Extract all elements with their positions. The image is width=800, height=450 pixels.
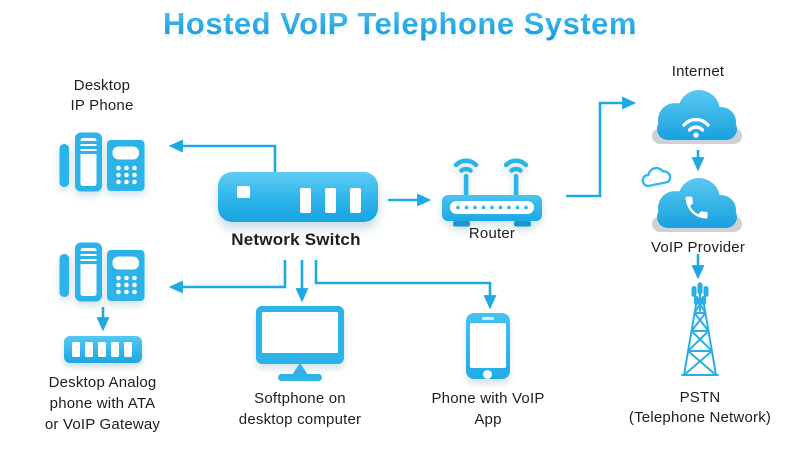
desk-phone-icon: [59, 242, 145, 302]
desk-phone-icon: [59, 132, 145, 192]
radio-tower-icon: [681, 282, 719, 376]
arrow-switch-to-voip-app: [314, 260, 497, 310]
wifi-router-icon: [442, 158, 542, 227]
label-internet: Internet: [671, 63, 725, 80]
label-voip-provider: VoIP Provider: [650, 239, 746, 256]
phone-home-button: [483, 370, 492, 379]
switch-port: [300, 188, 311, 213]
label-network-switch: Network Switch: [231, 230, 361, 249]
monitor-base: [278, 374, 322, 381]
network-switch-icon: [218, 172, 378, 222]
arrow-router-to-internet: [566, 96, 637, 198]
arrow-switch-to-analog-phone: [168, 260, 287, 294]
label-softphone: Softphone on desktop computer: [238, 390, 362, 428]
label-desktop-ip-phone: Desktop IP Phone: [70, 77, 134, 114]
monitor-stand: [292, 363, 308, 375]
phone-screen: [470, 323, 506, 368]
phone-handset-glyph: [685, 196, 708, 219]
small-cloud-outline-icon: [641, 166, 672, 188]
switch-led: [237, 186, 250, 198]
switch-port: [325, 188, 336, 213]
label-analog-phone: Desktop Analog phone with ATA or VoIP Ga…: [44, 374, 161, 433]
ata-gateway-icon: [64, 336, 142, 363]
wifi-glyph: [682, 117, 710, 132]
label-router: Router: [468, 225, 516, 242]
label-pstn: PSTN (Telephone Network): [628, 389, 772, 426]
smartphone-icon: [466, 313, 510, 379]
phone-speaker: [482, 317, 494, 320]
switch-port: [350, 188, 361, 213]
arrow-switch-to-ip-phone: [168, 139, 277, 172]
desktop-monitor-icon: [256, 306, 344, 364]
page-title: Hosted VoIP Telephone System: [163, 6, 637, 41]
cloud-phone-icon: [652, 178, 742, 232]
cloud-wifi-icon: [652, 90, 742, 144]
label-voip-app-phone: Phone with VoIP App: [431, 390, 545, 428]
